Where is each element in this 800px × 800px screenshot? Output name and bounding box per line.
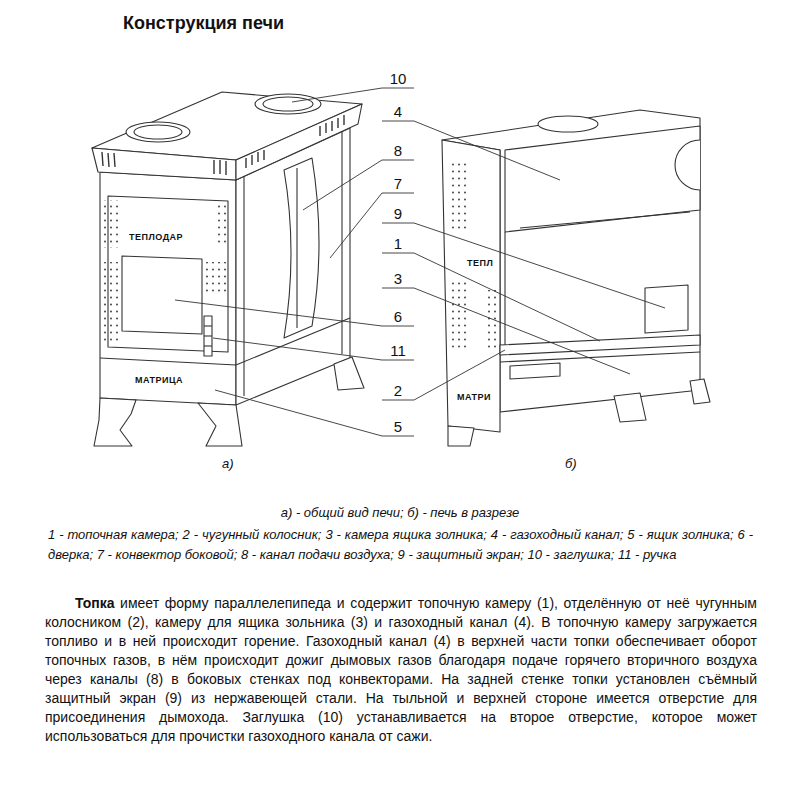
convector — [243, 176, 244, 396]
ash-drawer — [510, 363, 560, 379]
callout-number: 4 — [383, 103, 413, 120]
perforation — [206, 262, 226, 292]
brand-name: МАТРИ — [456, 392, 492, 403]
brand-logo: ТЕПЛ — [466, 258, 494, 269]
hotplate-hole — [134, 125, 182, 139]
leg — [198, 403, 242, 446]
ash-drawer — [100, 358, 236, 365]
callout-number: 9 — [383, 205, 413, 222]
figure-caption: а) - общий вид печи; б) - печь в разрезе — [0, 505, 800, 521]
callout-number: 6 — [383, 308, 413, 325]
top-hole — [538, 116, 598, 132]
lead-word: Топка — [75, 595, 114, 611]
brand-logo: ТЕПЛОДАР — [128, 232, 184, 243]
figure-label: а) — [222, 456, 234, 471]
ash-chamber — [500, 352, 700, 362]
brand-name: МАТРИЦА — [134, 375, 184, 386]
callout-number: 7 — [383, 175, 413, 192]
gas-channel — [505, 126, 700, 232]
perforation — [104, 262, 118, 342]
page-title: Конструкция печи — [123, 12, 284, 34]
leg — [690, 379, 710, 404]
leg — [334, 357, 364, 390]
flue-hole — [675, 140, 700, 190]
description-paragraph: Топка имеет форму параллелепипеда и соде… — [45, 594, 757, 746]
perforation — [104, 200, 118, 248]
leg — [614, 393, 646, 422]
grate — [500, 335, 700, 355]
front-panel — [442, 140, 500, 432]
callout-number: 3 — [383, 270, 413, 287]
front-face — [100, 172, 236, 405]
door-window — [122, 256, 202, 334]
plug-10 — [263, 97, 313, 111]
baffle — [520, 212, 690, 228]
perforation — [452, 160, 466, 230]
vent-slots — [102, 115, 344, 175]
callout-number: 11 — [383, 342, 413, 359]
callout-number: 10 — [383, 70, 413, 87]
air-channel — [284, 158, 319, 338]
parts-list: 1 - топочная камера; 2 - чугунный колосн… — [48, 525, 753, 565]
plug-10 — [255, 94, 321, 114]
callout-number: 8 — [383, 142, 413, 159]
handle — [204, 316, 212, 356]
figure-label: б) — [565, 456, 577, 471]
perforation — [452, 282, 466, 352]
firebox-wall — [504, 232, 505, 345]
handle — [204, 325, 212, 326]
callout-number: 2 — [383, 382, 413, 399]
callout-number: 1 — [383, 235, 413, 252]
lid-front — [92, 148, 236, 180]
handle — [204, 335, 212, 336]
perforation — [214, 205, 228, 245]
hotplate-hole — [126, 122, 190, 142]
protective-screen — [645, 285, 688, 333]
air-channel — [296, 168, 297, 328]
handle — [204, 345, 212, 346]
leg — [94, 398, 136, 446]
leader-lines — [175, 88, 665, 436]
body-text: имеет форму параллелепипеда и содержит т… — [45, 595, 757, 744]
callout-number: 5 — [383, 418, 413, 435]
leg — [448, 426, 474, 446]
